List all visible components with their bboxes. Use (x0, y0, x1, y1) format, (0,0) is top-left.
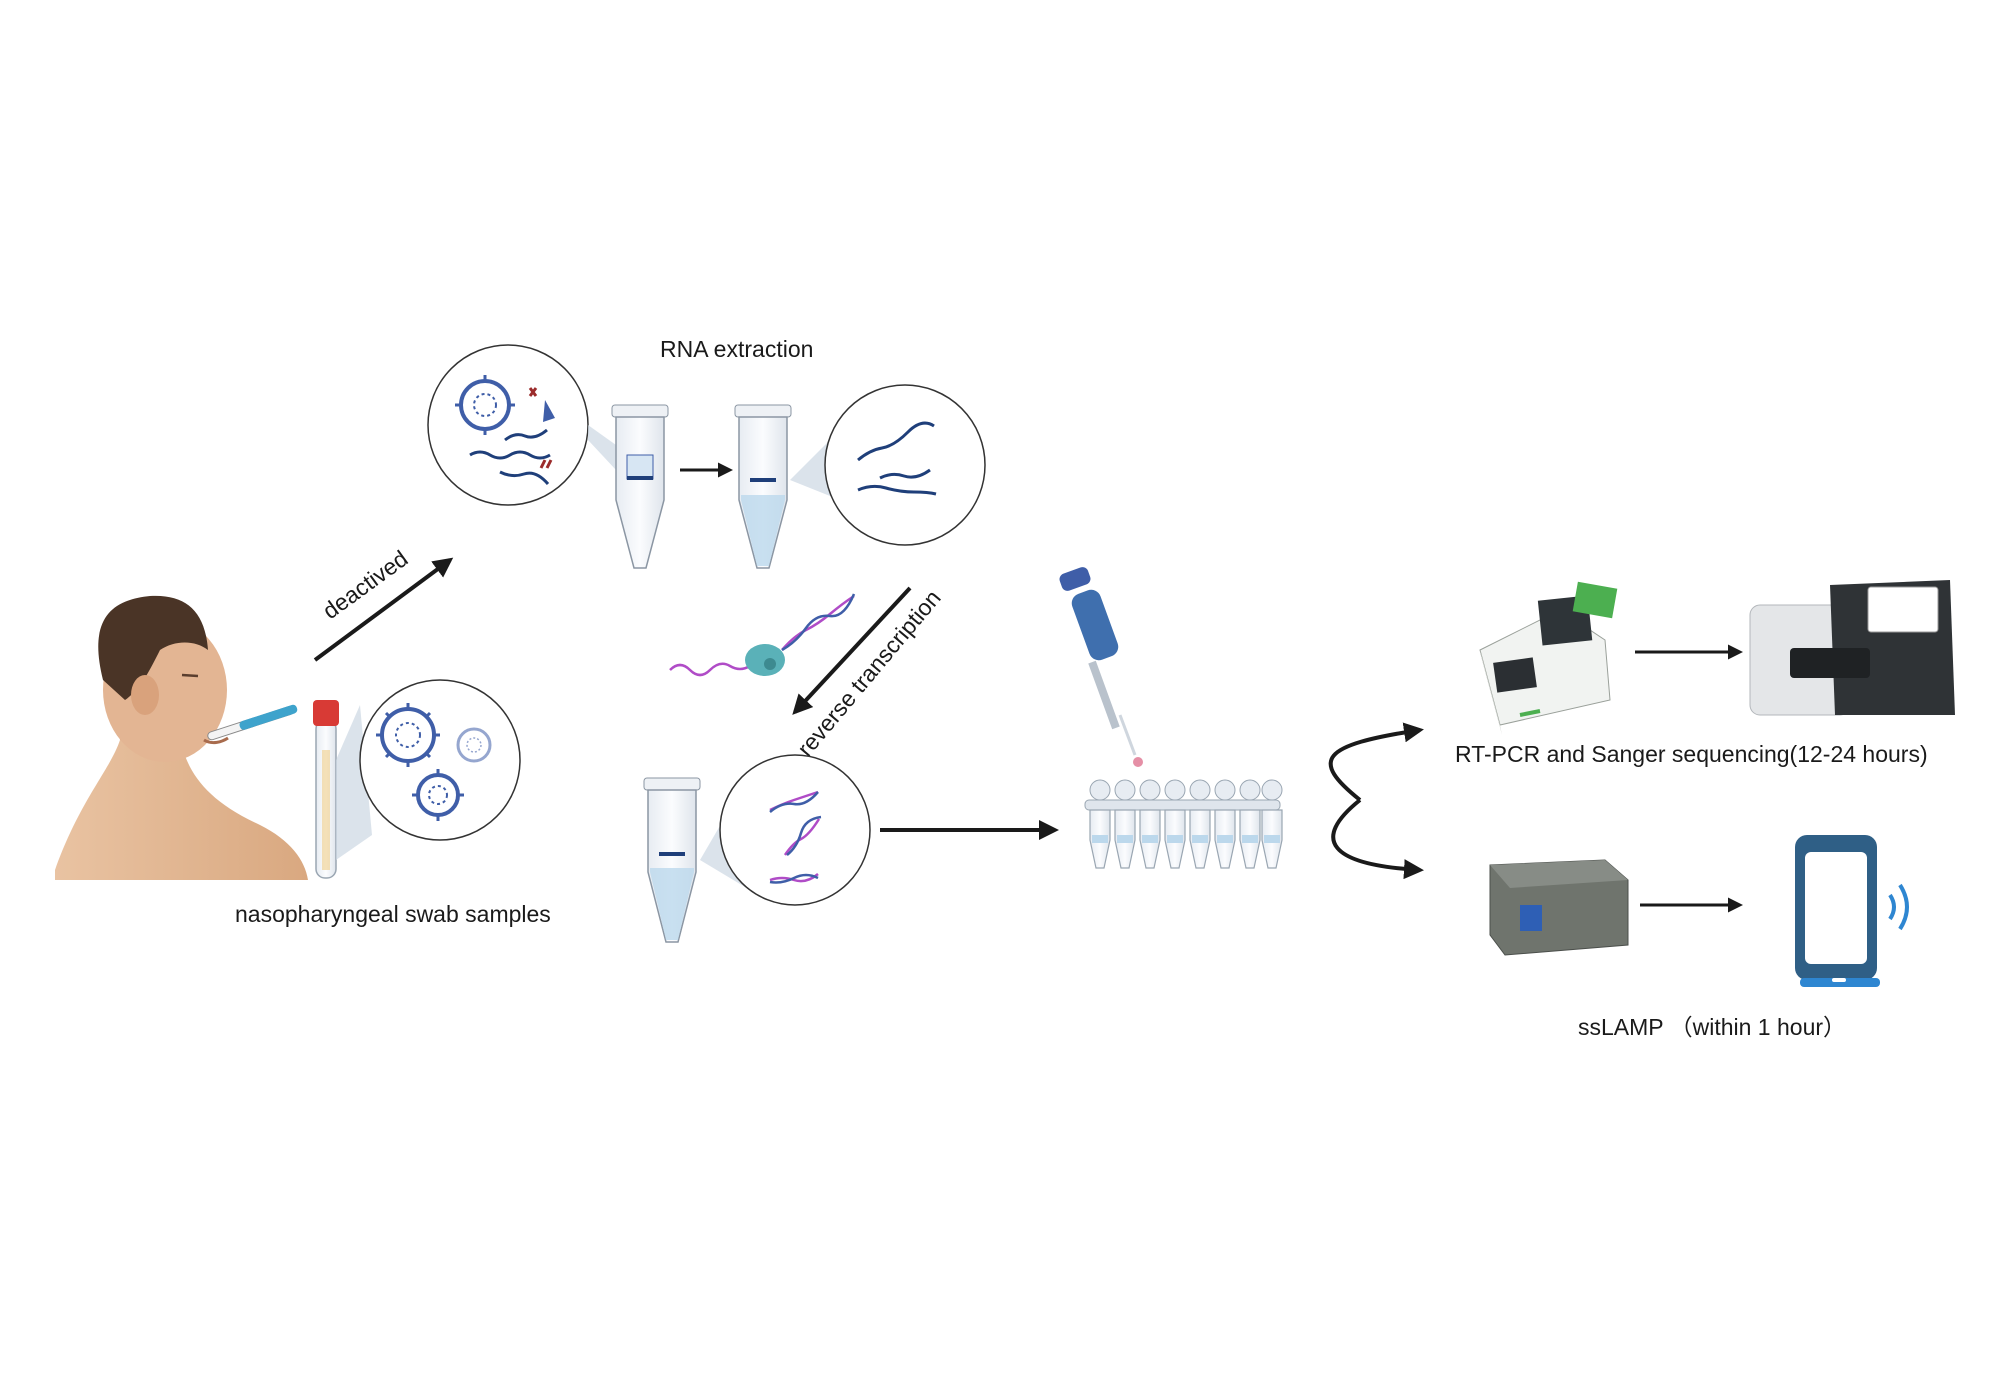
cdna-inset-circle (719, 754, 871, 906)
pipette-icon (1059, 567, 1143, 767)
antibody-icon (539, 459, 553, 469)
rna-extraction-label: RNA extraction (660, 336, 813, 362)
sslamp-device-icon (1489, 859, 1629, 956)
rna-inset-circle (824, 384, 986, 546)
rtpcr-label: RT-PCR and Sanger sequencing(12-24 hours… (1455, 741, 1928, 767)
smartphone-icon (1795, 835, 1880, 987)
rna-strand-icon (504, 428, 548, 442)
patient-figure (55, 595, 308, 880)
reverse-transcriptase-enzyme (669, 593, 856, 677)
cdna-strand-icon (769, 873, 819, 883)
rna-strand-icon (879, 468, 931, 480)
pcr-tube-strip (1084, 779, 1283, 869)
to-rtpcr-arrow (1328, 722, 1424, 802)
thermal-cycler-icon (1479, 581, 1618, 735)
sslamp-label: ssLAMP （within 1 hour） (1578, 1014, 1846, 1040)
reverse-transcription-arrow (792, 586, 912, 715)
reverse-transcription-label: reverse transcription (792, 585, 946, 761)
cdna-strand-icon (783, 818, 821, 856)
deactived-label: deactived (318, 545, 413, 624)
to-sslamp-arrow (1331, 798, 1424, 880)
cdna-tube (643, 777, 701, 943)
wireless-signal-icon (1888, 883, 1909, 931)
protein-icon (543, 400, 555, 422)
rna-strand-icon (469, 450, 551, 460)
sanger-sequencer-icon (1749, 580, 1955, 716)
virus-icon (412, 769, 464, 821)
rna-strand-icon (857, 484, 937, 496)
virus-inset-circle (359, 679, 521, 841)
virus-icon (455, 375, 515, 435)
virus-icon (456, 727, 492, 763)
extraction-column-tube (611, 404, 669, 569)
virus-icon (376, 703, 440, 767)
lysate-inset-circle (427, 344, 589, 506)
rna-strand-icon (499, 470, 550, 485)
swab-sample-tube (313, 700, 339, 879)
rna-strand-icon (857, 421, 935, 462)
deactived-arrow (313, 557, 454, 662)
eluate-tube (734, 404, 792, 569)
swab-samples-label: nasopharyngeal swab samples (235, 901, 551, 927)
antibody-icon (528, 387, 538, 397)
